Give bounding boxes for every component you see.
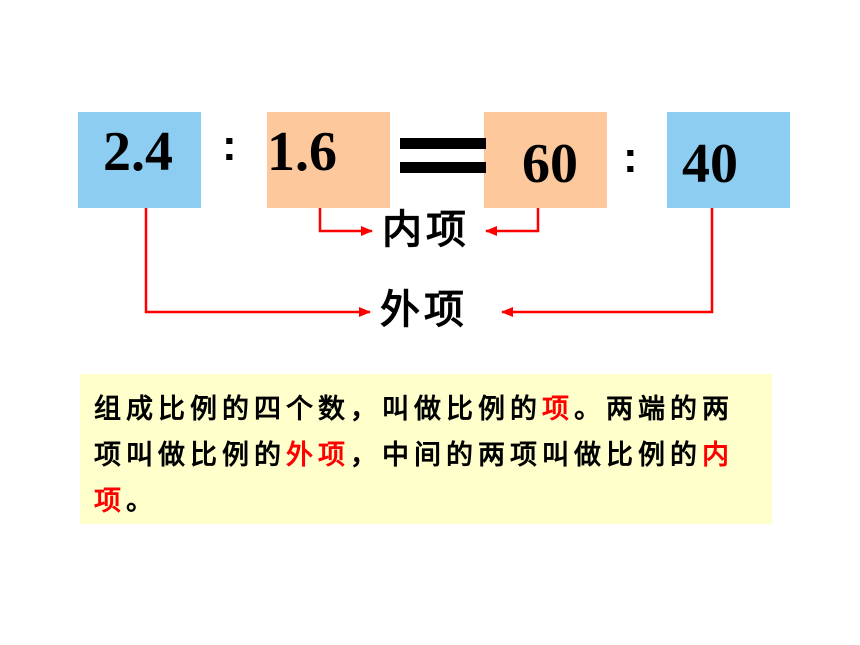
definition-text-part3: ，中间的两项叫做比例的: [350, 440, 702, 471]
equals-bar-top: [400, 138, 486, 149]
definition-text-part1: 组成比例的四个数，叫做比例的: [94, 394, 542, 425]
inner-term-box-right: [484, 112, 607, 208]
colon-right: :: [623, 133, 638, 182]
outer-arrow-left: [144, 208, 371, 317]
equals-bar-bottom: [400, 162, 486, 173]
inner-term-box-left: [267, 112, 390, 208]
inner-terms-label: 内项: [382, 207, 470, 253]
outer-terms-label: 外项: [380, 287, 468, 333]
term-second: 1.6: [267, 121, 337, 183]
inner-arrow-left: [318, 208, 373, 236]
colon-left: :: [222, 121, 237, 170]
outer-term-box-right: [667, 112, 790, 208]
definition-note: 组成比例的四个数，叫做比例的项。两端的两项叫做比例的外项，中间的两项叫做比例的内…: [80, 374, 772, 524]
term-first: 2.4: [103, 121, 173, 183]
outer-arrow-right: [501, 208, 714, 317]
definition-outer-highlight: 外项: [286, 440, 350, 471]
term-third: 60: [522, 133, 578, 195]
definition-inner-highlight: 内项: [94, 440, 734, 517]
definition-term-highlight: 项: [542, 394, 574, 425]
definition-text-part4: 。: [126, 486, 158, 517]
outer-term-box-left: [78, 112, 201, 208]
term-fourth: 40: [682, 133, 738, 195]
definition-text-part2: 。两端的两项叫做比例的: [94, 394, 734, 471]
inner-arrow-right: [485, 208, 540, 236]
